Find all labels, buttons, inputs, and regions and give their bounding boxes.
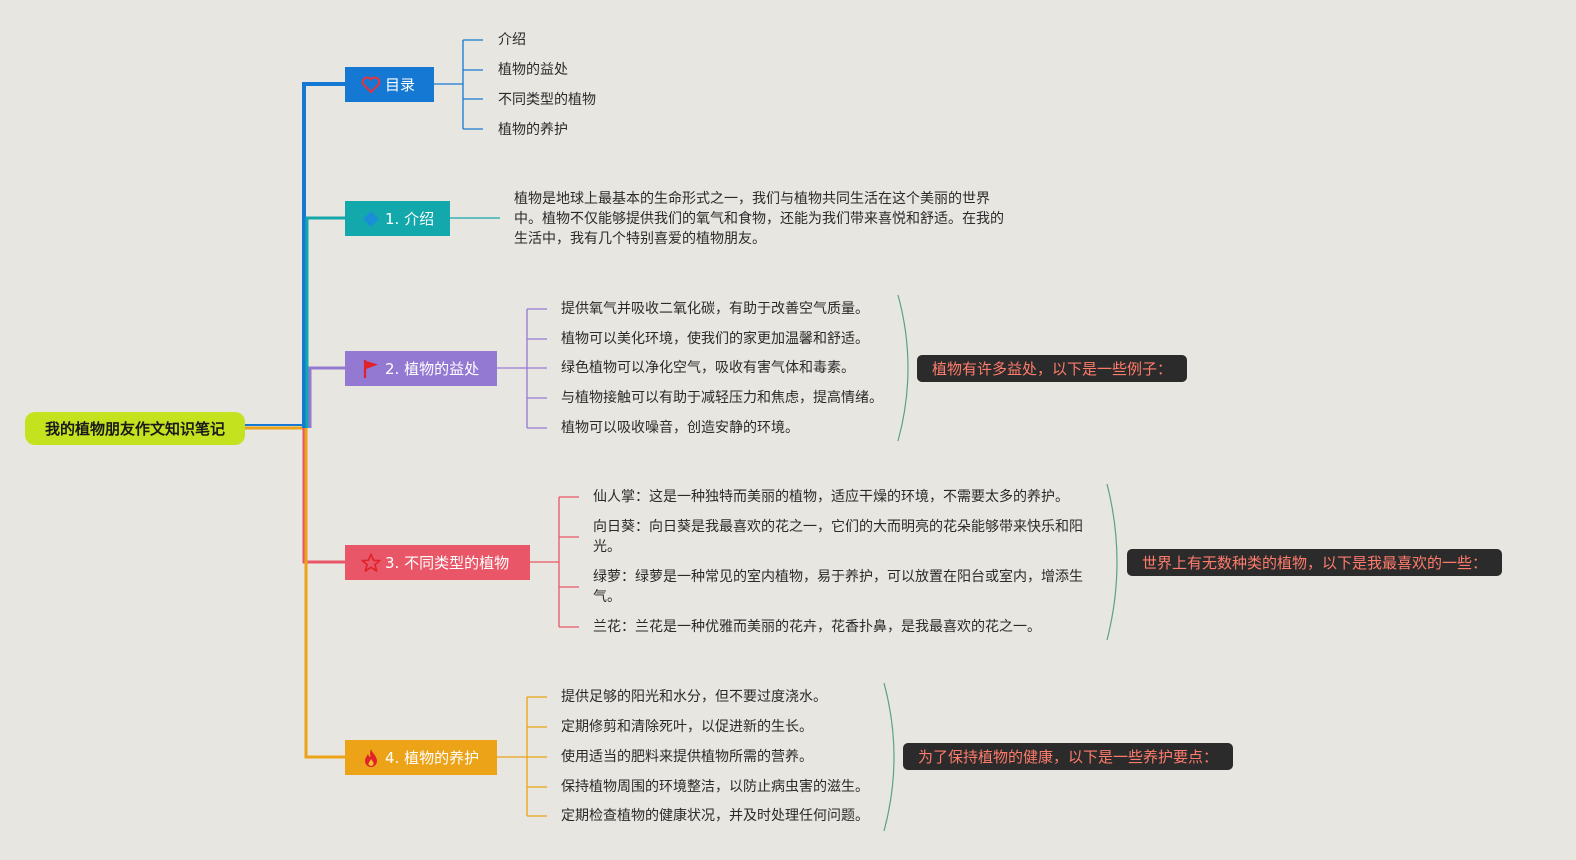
info-icon <box>361 209 381 229</box>
plant-type-item[interactable]: 绿萝：绿萝是一种常见的室内植物，易于养护，可以放置在阳台或室内，增添生气。 <box>593 569 1083 605</box>
root-topic-label: 我的植物朋友作文知识笔记 <box>44 420 225 438</box>
toc-item[interactable]: 植物的养护 <box>498 122 568 138</box>
branch-label: 1. 介绍 <box>385 210 435 228</box>
plant-type-item[interactable]: 兰花：兰花是一种优雅而美丽的花卉，花香扑鼻，是我最喜欢的花之一。 <box>593 619 1041 635</box>
branch-label: 2. 植物的益处 <box>385 360 480 378</box>
benefits-summary[interactable]: 植物有许多益处，以下是一些例子： <box>917 355 1188 382</box>
toc-item[interactable]: 介绍 <box>498 32 526 48</box>
plant-types-summary[interactable]: 世界上有无数种类的植物，以下是我最喜欢的一些： <box>1127 549 1503 576</box>
branch-introduction[interactable]: 1. 介绍 <box>345 201 450 236</box>
benefit-item[interactable]: 植物可以美化环境，使我们的家更加温馨和舒适。 <box>561 331 869 347</box>
branch-plant-types[interactable]: 3. 不同类型的植物 <box>345 545 530 580</box>
benefit-item[interactable]: 与植物接触可以有助于减轻压力和焦虑，提高情绪。 <box>561 390 883 406</box>
summary-label: 为了保持植物的健康，以下是一些养护要点： <box>918 748 1219 766</box>
plant-type-item[interactable]: 仙人掌：这是一种独特而美丽的植物，适应干燥的环境，不需要太多的养护。 <box>593 489 1069 505</box>
branch-plant-care[interactable]: 4. 植物的养护 <box>345 740 497 775</box>
branch-label: 目录 <box>385 76 416 94</box>
toc-item[interactable]: 不同类型的植物 <box>498 92 596 108</box>
root-topic[interactable]: 我的植物朋友作文知识笔记 <box>25 412 245 445</box>
flag-icon <box>361 359 381 379</box>
summary-label: 植物有许多益处，以下是一些例子： <box>932 360 1173 378</box>
star-icon <box>361 553 381 573</box>
care-item[interactable]: 定期检查植物的健康状况，并及时处理任何问题。 <box>561 808 869 824</box>
branch-table-of-contents[interactable]: 目录 <box>345 67 434 102</box>
care-item[interactable]: 提供足够的阳光和水分，但不要过度浇水。 <box>561 689 827 705</box>
summary-label: 世界上有无数种类的植物，以下是我最喜欢的一些： <box>1142 554 1488 572</box>
benefit-item[interactable]: 绿色植物可以净化空气，吸收有害气体和毒素。 <box>561 360 855 376</box>
branch-label: 3. 不同类型的植物 <box>385 554 510 572</box>
care-item[interactable]: 保持植物周围的环境整洁，以防止病虫害的滋生。 <box>561 779 869 795</box>
plant-type-item[interactable]: 向日葵：向日葵是我最喜欢的花之一，它们的大而明亮的花朵能够带来快乐和阳光。 <box>593 519 1083 555</box>
care-item[interactable]: 定期修剪和清除死叶，以促进新的生长。 <box>561 719 813 735</box>
care-item[interactable]: 使用适当的肥料来提供植物所需的营养。 <box>561 749 813 765</box>
benefit-item[interactable]: 提供氧气并吸收二氧化碳，有助于改善空气质量。 <box>561 301 869 317</box>
plant-care-summary[interactable]: 为了保持植物的健康，以下是一些养护要点： <box>903 743 1234 770</box>
fire-icon <box>361 748 381 768</box>
branch-benefits[interactable]: 2. 植物的益处 <box>345 351 497 386</box>
benefit-item[interactable]: 植物可以吸收噪音，创造安静的环境。 <box>561 420 799 436</box>
intro-paragraph[interactable]: 植物是地球上最基本的生命形式之一，我们与植物共同生活在这个美丽的世界中。植物不仅… <box>514 191 1004 247</box>
toc-item[interactable]: 植物的益处 <box>498 62 568 78</box>
heart-icon <box>361 75 381 95</box>
branch-label: 4. 植物的养护 <box>385 749 480 767</box>
